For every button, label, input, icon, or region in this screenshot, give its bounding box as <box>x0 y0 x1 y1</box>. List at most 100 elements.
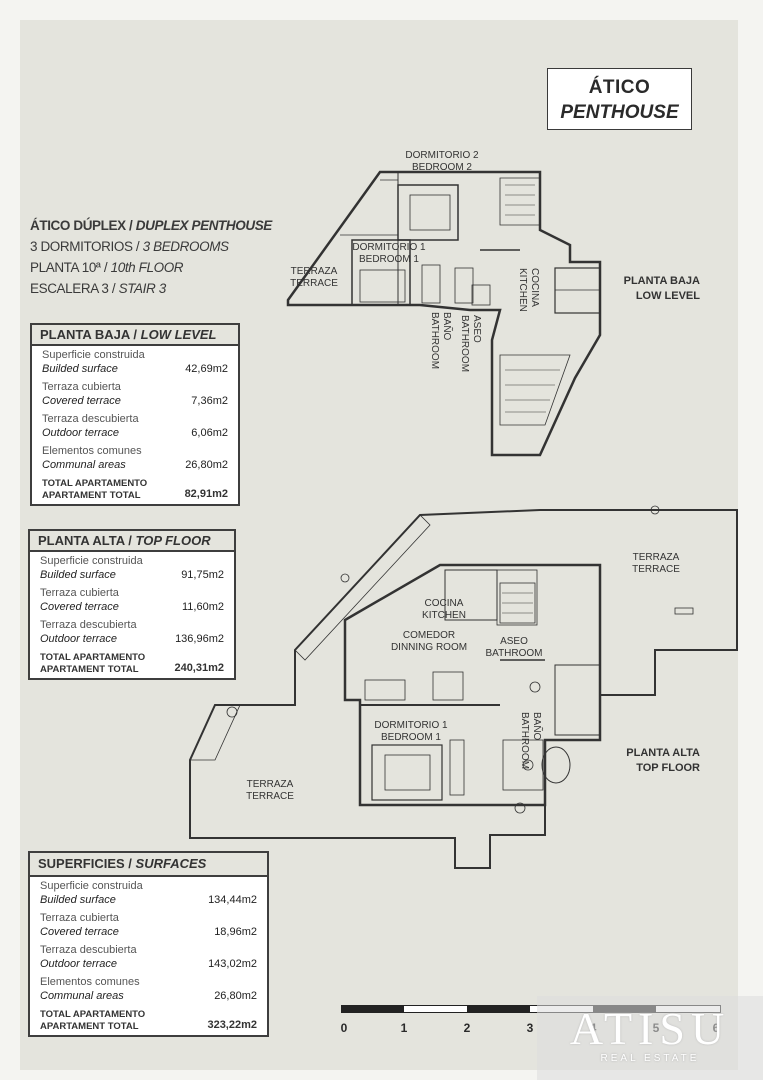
row-label-en: Covered terrace <box>42 395 121 407</box>
table-header: PLANTA ALTA / TOP FLOOR <box>30 531 234 552</box>
info-bedrooms-es: 3 DORMITORIOS / <box>30 239 140 254</box>
row-label-es: Superficie construida <box>40 880 143 892</box>
info-line-floor: PLANTA 10ª / 10th FLOOR <box>30 257 272 278</box>
total-value: 82,91m2 <box>184 488 228 500</box>
row-label-en: Outdoor terrace <box>40 633 118 645</box>
low-aseo-es: ASEO <box>471 315 482 343</box>
header-es: PLANTA BAJA / <box>40 327 138 342</box>
low-dorm2-en: BEDROOM 2 <box>411 162 472 173</box>
row-label-en: Builded surface <box>42 363 118 375</box>
scale-tick: 1 <box>400 1021 408 1035</box>
low-terrace-es: TERRAZA <box>290 266 338 277</box>
top-aseo-es: ASEO <box>500 636 528 647</box>
row-label-en: Outdoor terrace <box>40 958 118 970</box>
logo-subtitle: REAL ESTATE <box>600 1053 700 1064</box>
total-label-en: APARTAMENT TOTAL <box>42 490 141 501</box>
top-level-es: PLANTA ALTA <box>626 747 700 759</box>
row-label-en: Builded surface <box>40 569 116 581</box>
scale-tick: 3 <box>526 1021 534 1035</box>
top-floor-plan-drawing <box>189 505 738 869</box>
title-en: PENTHOUSE <box>560 102 679 123</box>
top-terrace1-en: TERRACE <box>632 564 680 575</box>
top-floor-table: PLANTA ALTA / TOP FLOOR Superficie const… <box>28 529 236 680</box>
row-label-es: Terraza descubierta <box>40 619 137 631</box>
top-level-en: TOP FLOOR <box>636 762 700 774</box>
total-label-es: TOTAL APARTAMENTO <box>40 1009 146 1020</box>
low-kitchen-en: KITCHEN <box>517 268 528 312</box>
row-label-en: Builded surface <box>40 894 116 906</box>
header-en: LOW LEVEL <box>140 327 217 342</box>
info-line-type: ÁTICO DÚPLEX / DUPLEX PENTHOUSE <box>30 215 272 236</box>
row-label-es: Terraza descubierta <box>42 413 139 425</box>
scale-tick: 2 <box>463 1021 471 1035</box>
row-label-es: Terraza cubierta <box>42 381 121 393</box>
top-dorm1-es: DORMITORIO 1 <box>374 720 448 731</box>
row-label-es: Terraza descubierta <box>40 944 137 956</box>
row-label-es: Superficie construida <box>40 555 143 567</box>
header-es: SUPERFICIES / <box>38 856 132 871</box>
header-en: SURFACES <box>135 856 207 871</box>
row-value: 26,80m2 <box>214 990 257 1002</box>
total-label-en: APARTAMENT TOTAL <box>40 664 139 675</box>
scale-segment <box>467 1005 530 1013</box>
total-label-es: TOTAL APARTAMENTO <box>40 652 146 663</box>
low-kitchen-es: COCINA <box>529 268 540 307</box>
top-terrace1-es: TERRAZA <box>632 552 680 563</box>
brand-logo: ATISU REAL ESTATE <box>537 996 763 1080</box>
row-value: 7,36m2 <box>191 395 228 407</box>
top-bano-es: BAÑO <box>531 712 542 741</box>
info-stair-es: ESCALERA 3 / <box>30 281 116 296</box>
top-dorm1-en: BEDROOM 1 <box>380 732 441 743</box>
total-value: 240,31m2 <box>174 662 224 674</box>
header-es: PLANTA ALTA / <box>38 533 132 548</box>
surfaces-table: SUPERFICIES / SURFACES Superficie constr… <box>28 851 269 1037</box>
property-info: ÁTICO DÚPLEX / DUPLEX PENTHOUSE 3 DORMIT… <box>30 215 272 299</box>
table-header: SUPERFICIES / SURFACES <box>30 853 267 877</box>
top-dining-en: DINNING ROOM <box>390 642 468 653</box>
row-label-es: Terraza cubierta <box>40 912 119 924</box>
row-value: 6,06m2 <box>191 427 228 439</box>
info-line-bedrooms: 3 DORMITORIOS / 3 BEDROOMS <box>30 236 272 257</box>
info-type-en: DUPLEX PENTHOUSE <box>135 218 273 233</box>
low-dorm1-es: DORMITORIO 1 <box>352 242 426 253</box>
row-value: 26,80m2 <box>185 459 228 471</box>
row-label-en: Covered terrace <box>40 601 119 613</box>
low-level-table: PLANTA BAJA / LOW LEVEL Superficie const… <box>30 323 240 506</box>
row-value: 136,96m2 <box>175 633 224 645</box>
row-label-es: Superficie construida <box>42 349 145 361</box>
low-dorm2-es: DORMITORIO 2 <box>405 150 479 161</box>
row-label-es: Terraza cubierta <box>40 587 119 599</box>
top-terrace2-es: TERRAZA <box>246 779 294 790</box>
row-label-es: Elementos comunes <box>42 445 142 457</box>
top-terrace2-en: TERRACE <box>246 791 294 802</box>
total-label-es: TOTAL APARTAMENTO <box>42 478 148 489</box>
title-es: ÁTICO <box>588 77 651 98</box>
info-line-stair: ESCALERA 3 / STAIR 3 <box>30 278 272 299</box>
top-kitchen-es: COCINA <box>424 598 464 609</box>
low-level-es: PLANTA BAJA <box>623 275 700 287</box>
low-dorm1-en: BEDROOM 1 <box>358 254 419 265</box>
row-value: 143,02m2 <box>208 958 257 970</box>
header-en: TOP FLOOR <box>135 533 211 548</box>
top-dining-es: COMEDOR <box>402 630 456 641</box>
title-box: ÁTICO PENTHOUSE <box>547 68 692 130</box>
total-value: 323,22m2 <box>207 1019 257 1031</box>
low-level-plan-drawing <box>286 170 602 457</box>
